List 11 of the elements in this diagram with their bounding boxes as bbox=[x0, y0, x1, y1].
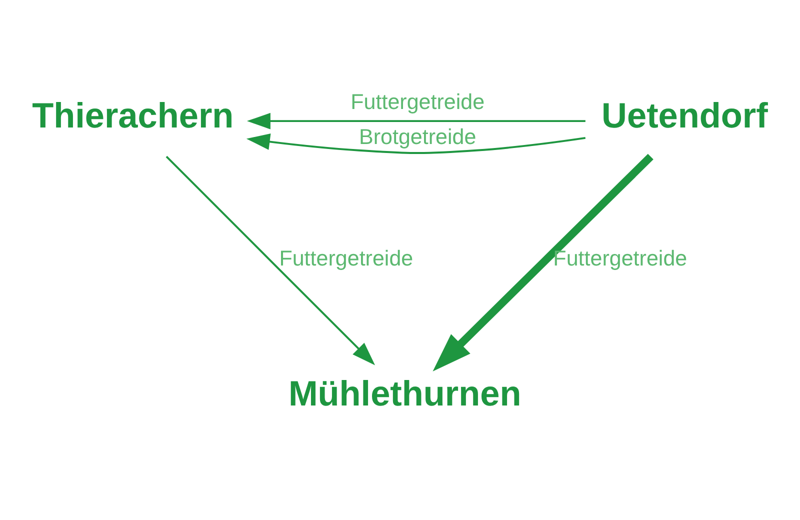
arrow bbox=[166, 156, 376, 366]
edge-label: Futtergetreide bbox=[279, 246, 414, 270]
node-text: Mühlethurnen bbox=[288, 374, 522, 414]
node-text: Thierachern bbox=[32, 96, 234, 136]
node-text: Uetendorf bbox=[602, 96, 768, 136]
edge-label: Brotgetreide bbox=[359, 125, 476, 150]
arrow bbox=[432, 154, 654, 372]
edge-label: Futtergetreide bbox=[350, 90, 485, 114]
arrow bbox=[246, 134, 586, 154]
edge-label: Futtergetreide bbox=[553, 246, 688, 270]
arrow bbox=[246, 112, 586, 130]
